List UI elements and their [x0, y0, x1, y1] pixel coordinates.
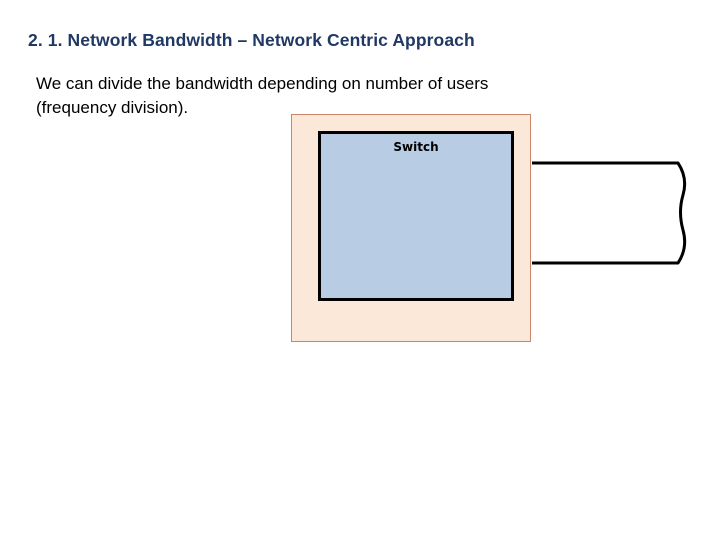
bandwidth-pipe-shape	[532, 161, 687, 265]
switch-box	[318, 131, 514, 301]
page-title: 2. 1. Network Bandwidth – Network Centri…	[28, 30, 475, 50]
body-text: We can divide the bandwidth depending on…	[36, 72, 696, 120]
switch-label: Switch	[393, 140, 439, 154]
pipe-outline	[532, 161, 687, 265]
body-text-line-2: (frequency division).	[36, 98, 189, 118]
switch-enclosure-box	[291, 114, 531, 342]
body-text-line-1: We can divide the bandwidth depending on…	[36, 74, 489, 93]
